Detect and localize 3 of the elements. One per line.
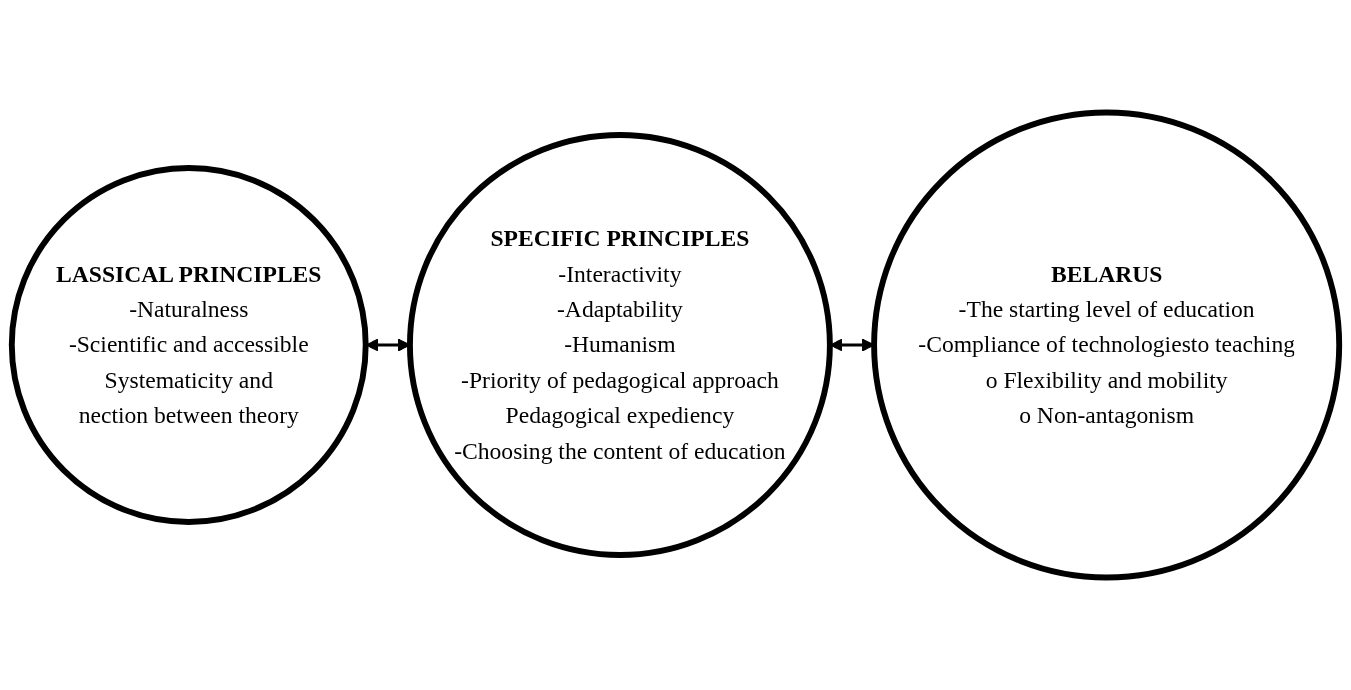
node-circle: SPECIFIC PRINCIPLES -Interactivity -Adaptability -Humanism -Priority of pedagogical approach Pedagogical expediency -Choosing the content of education — [407, 132, 833, 558]
node-circle: LASSICAL PRINCIPLES -Naturalness -Scientific and accessible Systematicity and nection between theory — [8, 165, 369, 525]
node-circle: BELARUS -The starting level of education -Compliance of technologiesto teaching o Flexibility and mobility o Non-antagonism — [871, 109, 1343, 581]
